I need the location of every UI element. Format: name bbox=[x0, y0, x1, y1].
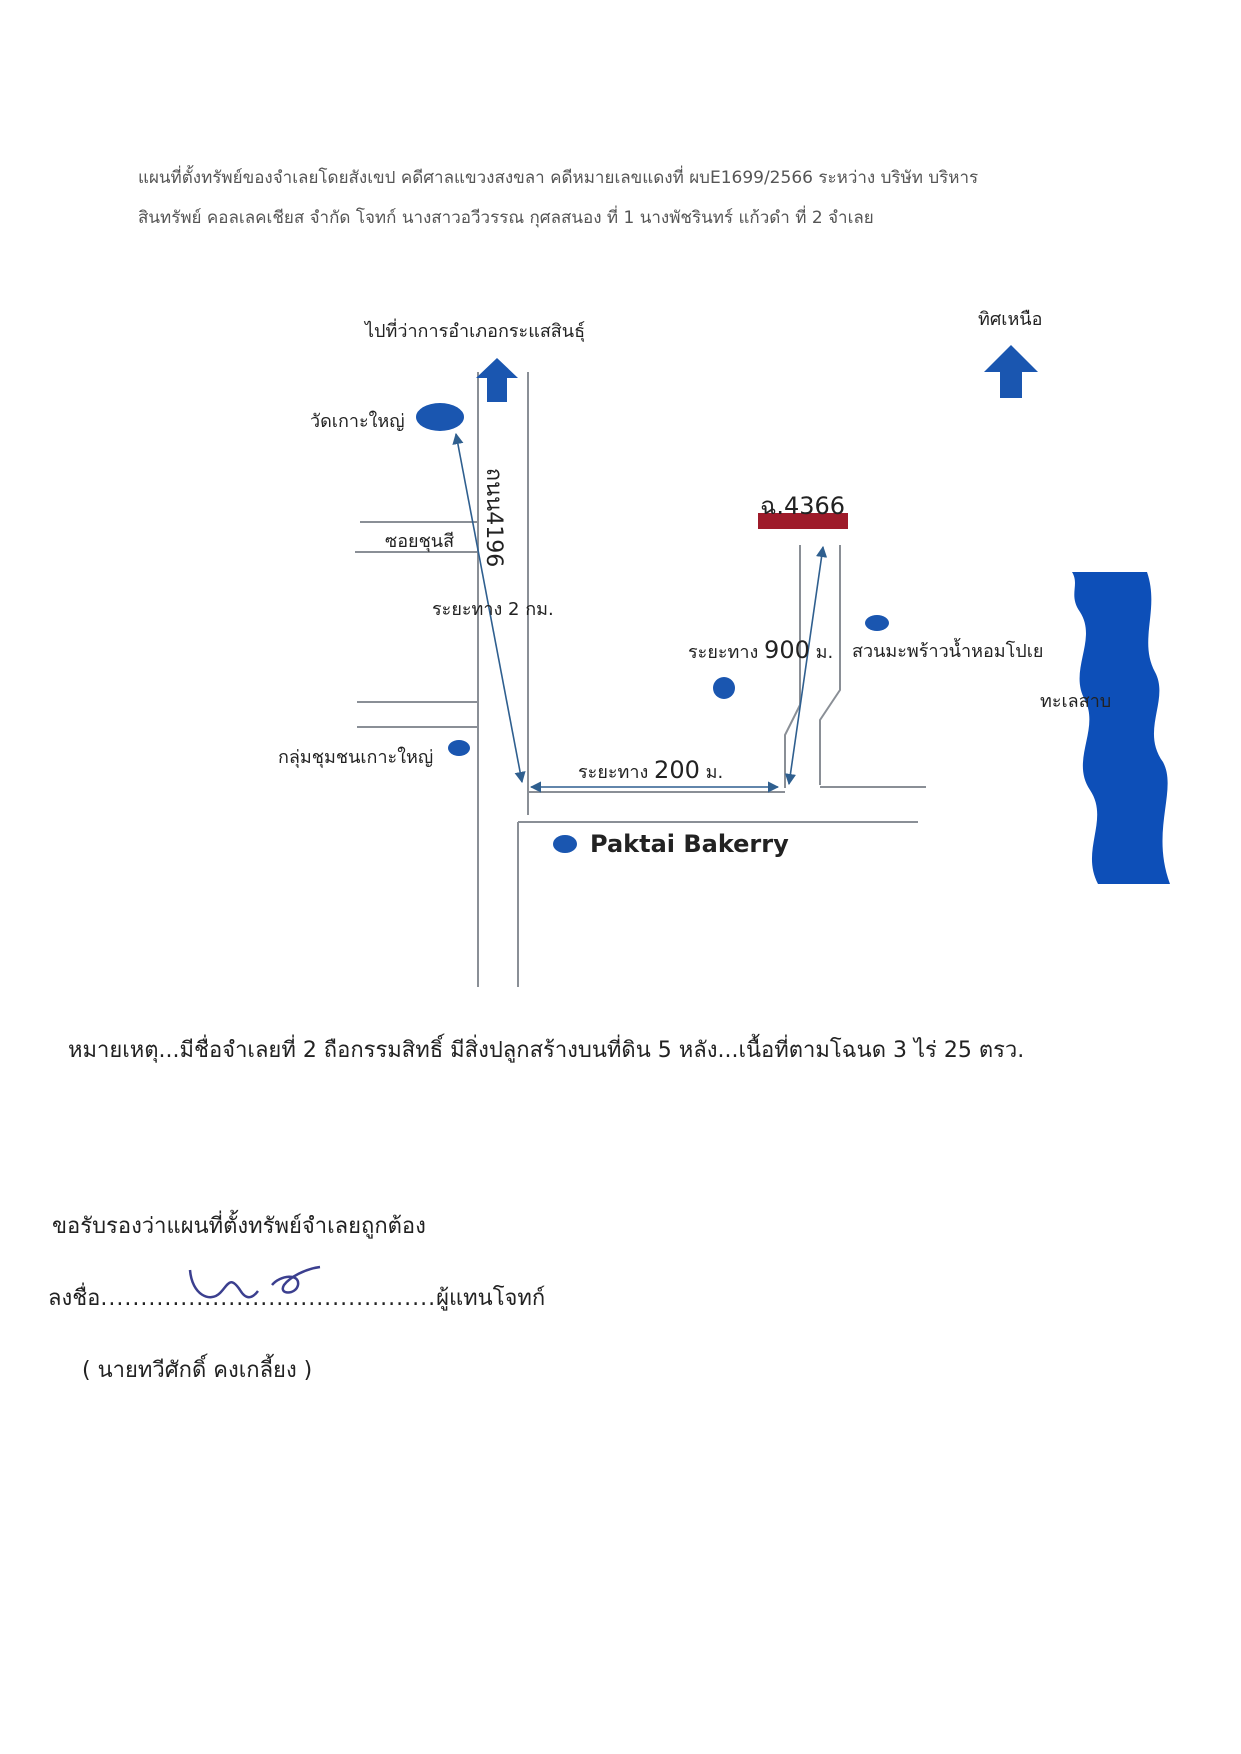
bakery-marker bbox=[553, 835, 577, 853]
certification-statement: ขอรับรองว่าแผนที่ตั้งทรัพย์จำเลยถูกต้อง bbox=[52, 1214, 426, 1239]
north-label: ทิศเหนือ bbox=[978, 309, 1043, 330]
north-arrow-icon bbox=[984, 345, 1038, 398]
distance-arrows bbox=[452, 432, 828, 793]
distance-900m-prefix: ระยะทาง bbox=[688, 642, 759, 663]
target-area-marker bbox=[713, 677, 735, 699]
lagoon-label: ทะเลสาบ bbox=[1040, 691, 1112, 712]
arrow-900m bbox=[784, 545, 828, 786]
to-district-label: ไปที่ว่าการอำเภอกระแสสินธุ์ bbox=[365, 321, 586, 342]
access-road-left-edge bbox=[784, 545, 801, 788]
arrow-2km bbox=[452, 432, 526, 784]
bakery-label: Paktai Bakerry bbox=[590, 830, 789, 858]
temple-label: วัดเกาะใหญ่ bbox=[310, 411, 405, 432]
community-group-marker bbox=[448, 740, 470, 756]
handwritten-signature bbox=[188, 1265, 321, 1299]
target-code-label: ฉ.4366 bbox=[760, 492, 846, 520]
distance-900m-label: ระยะทาง 900 ม. bbox=[688, 636, 833, 666]
community-group-label: กลุ่มชุมชนเกาะใหญ่ bbox=[278, 747, 434, 768]
signer-name: ( นายทวีศักดิ์ คงเกลี้ยง ) bbox=[82, 1358, 313, 1383]
distance-200m-value: 200 bbox=[654, 756, 700, 784]
signature-line: ลงชื่อ..................................… bbox=[48, 1280, 545, 1315]
coconut-garden-label: สวนมะพร้าวน้ำหอมโปเย bbox=[852, 641, 1044, 662]
header-line-2: สินทรัพย์ คอลเลคเชียส จำกัด โจทก์ นางสาว… bbox=[138, 208, 874, 228]
distance-200m-prefix: ระยะทาง bbox=[578, 762, 649, 783]
road-name-label: ถนน4196 bbox=[481, 467, 507, 568]
signature-prefix: ลงชื่อ bbox=[48, 1286, 101, 1311]
to-district-arrow-icon bbox=[476, 358, 518, 402]
distance-900m-value: 900 bbox=[764, 636, 810, 664]
remark-note: หมายเหตุ...มีชื่อจำเลยที่ 2 ถือกรรมสิทธิ… bbox=[68, 1038, 1025, 1063]
coconut-garden-marker bbox=[865, 615, 889, 631]
signature-role: ผู้แทนโจทก์ bbox=[436, 1286, 546, 1311]
header-line-1: แผนที่ตั้งทรัพย์ของจำเลยโดยสังเขป คดีศาล… bbox=[138, 168, 979, 188]
road-lines bbox=[355, 372, 926, 987]
lagoon-water bbox=[1072, 572, 1170, 884]
soi-label: ซอยชุนสี bbox=[385, 531, 455, 552]
distance-200m-unit: ม. bbox=[705, 762, 724, 783]
distance-900m-unit: ม. bbox=[815, 642, 834, 663]
temple-marker bbox=[416, 403, 464, 431]
distance-2km-label: ระยะทาง 2 กม. bbox=[432, 599, 554, 620]
signature-dots: ........................................… bbox=[100, 1286, 437, 1311]
target-plot-marker bbox=[758, 513, 848, 529]
distance-200m-label: ระยะทาง 200 ม. bbox=[578, 756, 723, 786]
